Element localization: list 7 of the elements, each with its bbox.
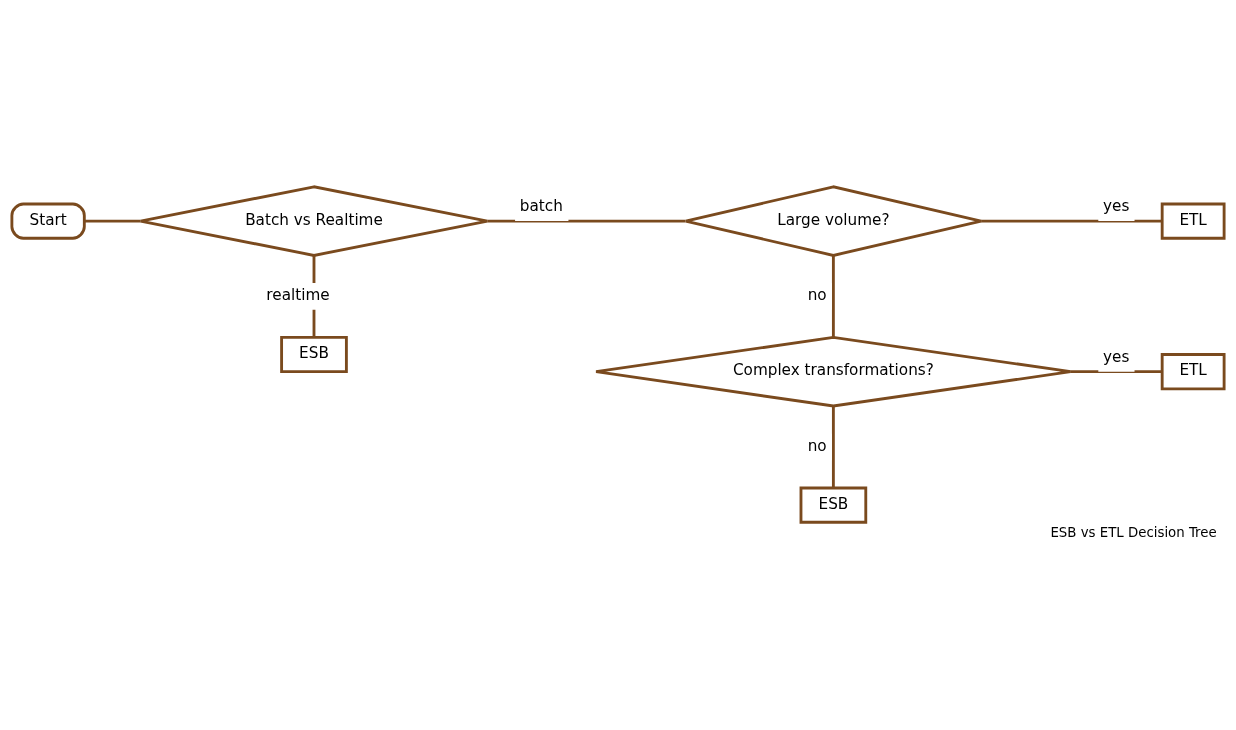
- edge-label: no: [807, 285, 827, 304]
- edge-label: no: [807, 436, 827, 455]
- edge-label: realtime: [266, 285, 330, 304]
- edge-label: batch: [519, 196, 563, 215]
- edge-label: yes: [1103, 347, 1130, 366]
- caption: ESB vs ETL Decision Tree: [1050, 524, 1217, 540]
- edge-label: yes: [1103, 196, 1130, 215]
